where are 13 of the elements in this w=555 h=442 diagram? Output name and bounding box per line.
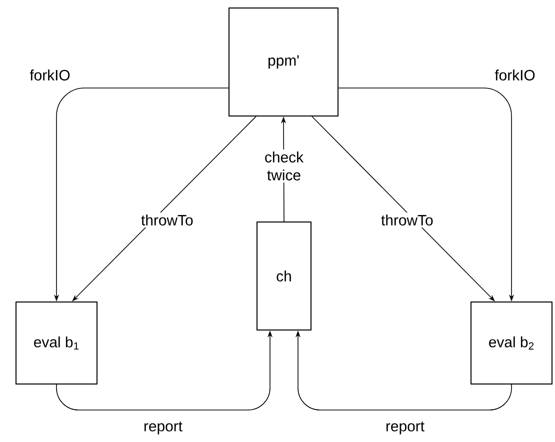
process-box: eval b$_{1}$: [16, 302, 98, 384]
edge-label: check twice: [258, 150, 310, 182]
arrow: [72, 116, 256, 302]
arrow: [312, 116, 495, 302]
edge-label: report: [379, 420, 431, 436]
edge-label: throwTo: [139, 212, 193, 228]
edge-label: throwTo: [379, 212, 433, 228]
process-box: ppm': [228, 8, 338, 116]
edge-label: report: [137, 420, 189, 436]
edge-label: forkIO: [24, 68, 76, 82]
edge-label: forkIO: [489, 68, 541, 82]
process-box: eval b$_{2}$: [470, 302, 552, 384]
process-box: ch: [256, 222, 312, 330]
